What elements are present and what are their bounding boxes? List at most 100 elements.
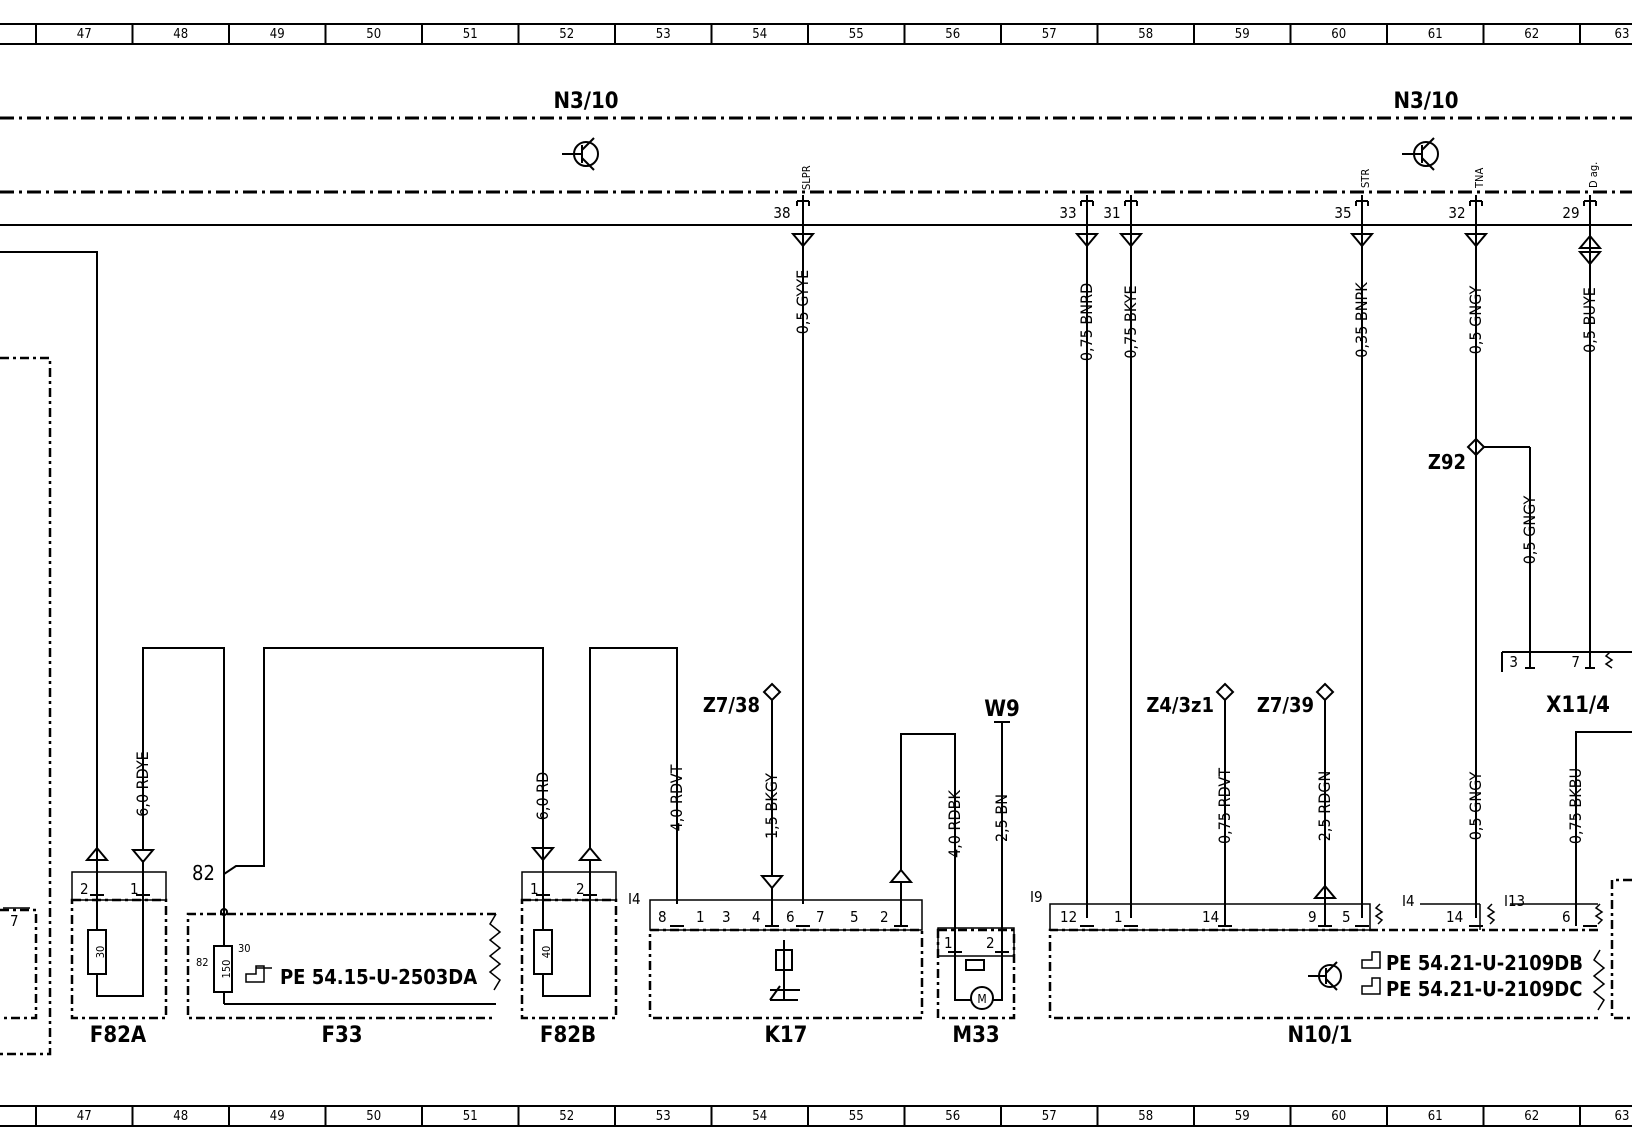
pin-label-35: 35	[1334, 204, 1351, 222]
module-label-n3-10-right: N3/10	[1393, 89, 1458, 114]
wire-label: 0,75 BNRD	[1077, 283, 1096, 361]
wire-label: 0,5 GYYE	[793, 270, 812, 334]
wire-label: 2,5 BN	[992, 794, 1011, 842]
pin-label: 4	[752, 908, 761, 926]
wire-label: 0,5 GNGY	[1466, 286, 1485, 355]
transistor-icon	[1402, 137, 1439, 171]
splice-label-z7-38: Z7/38	[703, 693, 760, 717]
wire-label: 0,5 GNGY	[1466, 772, 1485, 841]
pin-label: 1	[696, 908, 705, 926]
wire-label: 6,0 RD	[533, 772, 552, 821]
pin-32: TNA 32	[1448, 168, 1489, 248]
pin-label: 1	[944, 934, 953, 952]
connector-label: I4	[1402, 892, 1415, 910]
pin-label: 7	[816, 908, 825, 926]
motor-icon: M	[965, 959, 994, 1010]
grid-column-label: 54	[752, 27, 767, 42]
grid-column-label: 53	[656, 27, 671, 42]
pin-label: 30	[238, 942, 251, 955]
service-ref-n10-b: PE 54.21-U-2109DC	[1386, 977, 1582, 1001]
pin-label: 2	[80, 880, 89, 898]
grid-column-label: 57	[1042, 27, 1057, 42]
grid-column-label: 62	[1524, 27, 1539, 42]
motor-letter: M	[977, 992, 986, 1006]
connector-label: I9	[1030, 888, 1043, 906]
grid-column-label: 59	[1235, 1109, 1250, 1124]
grid-column-label: 60	[1331, 27, 1346, 42]
upper-wires: 0,5 GYYE 0,75 BNRD 0,75 BKYE 0,35 BNPK 0…	[793, 246, 1599, 918]
connector-label: I4	[628, 890, 641, 908]
pin-29: D ag. 29	[1562, 162, 1603, 272]
pin-label: 1	[130, 880, 139, 898]
grid-column-label: 59	[1235, 27, 1250, 42]
grid-column-label: 48	[173, 1109, 188, 1124]
pin-label: 1	[530, 880, 539, 898]
pin-label: 5	[1342, 908, 1351, 926]
wire-label: 4,0 RDBK	[945, 790, 964, 858]
pin-label-31: 31	[1103, 204, 1120, 222]
pin-label: 2	[880, 908, 889, 926]
component-label-k17: K17	[765, 1023, 808, 1048]
connector-label-x11-4: X11/4	[1546, 693, 1610, 718]
hand-pointer-icon	[245, 965, 272, 983]
grid-column-label: 53	[656, 1109, 671, 1124]
module-n10-1: I9 I4 I13 12 1 14 9 5 14 6 Z4/3z1 0,75 R…	[1030, 682, 1632, 1048]
grid-column-label: 49	[270, 1109, 285, 1124]
component-label-f82a: F82A	[90, 1023, 147, 1048]
fuse-rating: 150	[220, 960, 233, 979]
grid-column-label: 54	[752, 1109, 767, 1124]
grid-column-label: 60	[1331, 1109, 1346, 1124]
grid-column-label: 51	[463, 1109, 478, 1124]
grid-column-label: 47	[77, 1109, 92, 1124]
connector-label: I13	[1504, 892, 1525, 910]
pin-label: 3	[722, 908, 731, 926]
signal-dag: D ag.	[1587, 162, 1600, 188]
connector-x11-4: 3 7 X11/4	[1501, 651, 1632, 718]
pin-label: 6	[1562, 908, 1571, 926]
wire-label: 0,75 BKBU	[1566, 768, 1585, 844]
grid-column-label: 50	[366, 27, 381, 42]
relay-coil-icon	[769, 940, 800, 1001]
service-ref-f33: PE 54.15-U-2503DA	[280, 965, 477, 989]
service-ref-n10-a: PE 54.21-U-2109DB	[1386, 951, 1583, 975]
transistor-icon	[1308, 961, 1342, 991]
wire-label: 0,5 GNGY	[1520, 496, 1539, 565]
fuse-f82a: 2 1 30 6,0 RDYE F82A	[70, 647, 225, 1048]
component-label-m33: M33	[952, 1023, 999, 1048]
fuse-f33: 82 150 82 30 PE 54.15-U-2503DA F33	[186, 647, 544, 1048]
grid-column-label: 47	[77, 27, 92, 42]
grid-column-label: 51	[463, 27, 478, 42]
wire-label: 0,35 BNPK	[1352, 282, 1371, 358]
n3-10-module: N3/10 N3/10	[0, 89, 1632, 226]
left-frame: 7	[0, 251, 98, 1056]
grid-column-label: 57	[1042, 1109, 1057, 1124]
grid-column-label: 62	[1524, 1109, 1539, 1124]
grid-column-label: 55	[849, 27, 864, 42]
pin-label: 14	[1202, 908, 1219, 926]
grid-column-label: 58	[1138, 27, 1153, 42]
fuse-rating: 40	[540, 946, 553, 959]
splice-label-w9: W9	[984, 697, 1020, 722]
pin-label: 8	[658, 908, 667, 926]
n3-10-pins: SLPR 38 33 31 STR 35	[773, 162, 1603, 272]
grid-column-label: 56	[945, 1109, 960, 1124]
wire-label: 4,0 RDVT	[667, 764, 686, 831]
pin-label-38: 38	[773, 204, 790, 222]
splice-label-z7-39: Z7/39	[1257, 693, 1314, 717]
wire-label: 0,5 BUYE	[1580, 287, 1599, 353]
grid-top-ticks	[35, 24, 1581, 44]
component-label-n10-1: N10/1	[1287, 1023, 1352, 1048]
grid-bottom-ticks	[35, 1106, 1581, 1126]
wire-label: 2,5 RDGN	[1315, 771, 1334, 841]
grid-column-label: 63	[1615, 27, 1630, 42]
pin-label: 2	[986, 934, 995, 952]
wire-label: 0,75 RDVT	[1215, 768, 1234, 844]
pin-label: 2	[576, 880, 585, 898]
splice-z92: Z92 0,5 GNGY	[1428, 437, 1539, 668]
pin-label: 7	[10, 912, 19, 930]
wire-label: 0,75 BKYE	[1121, 285, 1140, 358]
hand-pointer-icon	[1361, 951, 1381, 995]
